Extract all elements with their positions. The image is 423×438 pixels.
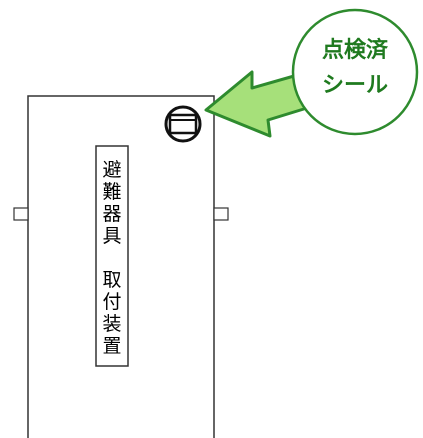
callout-circle [291, 8, 419, 136]
inspection-seal-icon [164, 105, 202, 143]
right-tab [213, 207, 229, 221]
label-plate [95, 145, 129, 367]
vertical-label-char: 取 [102, 269, 121, 291]
vertical-label-char: 装 [102, 313, 121, 335]
callout-line2: シール [322, 73, 388, 98]
left-tab [13, 207, 29, 221]
callout-line1: 点検済 [322, 37, 389, 63]
vertical-label-char: 器 [102, 203, 121, 225]
vertical-label-char: 具 [102, 225, 121, 247]
vertical-label-char: 置 [102, 335, 121, 357]
vertical-label-char: 付 [102, 291, 121, 313]
vertical-label-char: 難 [102, 181, 121, 203]
vertical-label-char: 避 [102, 159, 121, 181]
